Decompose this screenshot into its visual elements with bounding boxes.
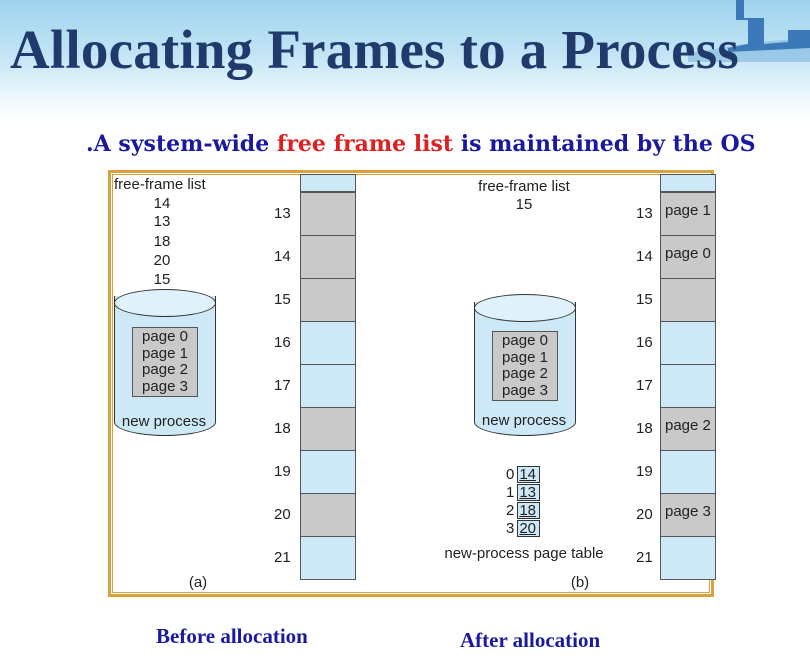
frame-number-label: 14 xyxy=(274,248,291,265)
frame-cell: page 2 xyxy=(660,407,716,451)
frame-cell-label: page 3 xyxy=(665,503,711,520)
subtitle-prefix: .A system-wide xyxy=(86,131,277,157)
free-frame-list-item: 13 xyxy=(153,213,171,230)
process-page: page 3 xyxy=(142,377,188,395)
free-frame-list-item: 20 xyxy=(153,252,171,269)
frame-number-label: 16 xyxy=(274,334,291,351)
frame-number-label: 17 xyxy=(636,377,653,394)
frame-cell xyxy=(300,450,356,494)
frame-number-label: 20 xyxy=(274,506,291,523)
frame-cell xyxy=(660,321,716,365)
frame-number-label: 15 xyxy=(636,291,653,308)
frame-cell: page 1 xyxy=(660,192,716,236)
frame-number-label: 19 xyxy=(636,463,653,480)
frame-cell xyxy=(300,493,356,537)
frame-number-label: 18 xyxy=(274,420,291,437)
frame-number-label: 16 xyxy=(636,334,653,351)
page-number: 0 xyxy=(506,466,515,483)
frame-cell xyxy=(300,192,356,236)
frame-number-label: 21 xyxy=(636,549,653,566)
frame-cell xyxy=(300,364,356,408)
frame-cell xyxy=(300,235,356,279)
process-pages: page 0 page 1 page 2 page 3 xyxy=(132,327,198,397)
free-frame-list-item: 15 xyxy=(153,271,171,288)
subtitle-suffix: is maintained by the OS xyxy=(453,131,756,157)
frame-cell xyxy=(300,407,356,451)
frame-number-label: 18 xyxy=(636,420,653,437)
free-frame-list-item: 15 xyxy=(515,196,533,213)
process-page: page 1 xyxy=(142,344,188,362)
process-pages: page 0 page 1 page 2 page 3 xyxy=(492,331,558,401)
new-process-label: new process xyxy=(121,413,207,430)
frame-number-label: 20 xyxy=(636,506,653,523)
process-page: page 2 xyxy=(502,365,548,382)
header-background xyxy=(0,0,810,120)
cylinder-top xyxy=(114,289,216,317)
caption-after: After allocation xyxy=(460,628,601,652)
subtitle-highlight: free frame list xyxy=(276,131,454,157)
frame-number-label: 17 xyxy=(274,377,291,394)
frame-number-label: 21 xyxy=(274,549,291,566)
page-table-label: new-process page table xyxy=(444,545,604,562)
frame-number-label: 13 xyxy=(636,205,653,222)
frame-cell xyxy=(300,321,356,365)
frame-cell-label: page 2 xyxy=(665,417,711,434)
caption-before: Before allocation xyxy=(156,624,308,648)
process-page: page 1 xyxy=(502,348,548,366)
frame-number-label: 13 xyxy=(274,205,291,222)
frame-cell xyxy=(660,450,716,494)
cylinder-top xyxy=(474,294,576,322)
subtitle: .A system-wide free frame list is mainta… xyxy=(86,131,756,157)
frame-number-label: 14 xyxy=(636,248,653,265)
frame-cell-label: page 0 xyxy=(665,245,711,262)
free-frame-list-item: 14 xyxy=(153,195,171,212)
panel-label: (b) xyxy=(570,574,590,591)
frame-cell xyxy=(300,278,356,322)
process-page: page 3 xyxy=(502,381,548,399)
new-process-label: new process xyxy=(481,412,567,429)
frame-cell: page 3 xyxy=(660,493,716,537)
free-frame-list-label: free-frame list xyxy=(114,176,206,193)
process-page: page 0 xyxy=(502,332,548,349)
process-page: page 0 xyxy=(142,328,188,345)
frame-cell xyxy=(660,278,716,322)
page-number: 1 xyxy=(506,484,515,501)
frame-cell xyxy=(660,364,716,408)
frame-cell-label: page 1 xyxy=(665,202,711,219)
frame-cell: page 0 xyxy=(660,235,716,279)
page-number: 2 xyxy=(506,502,515,519)
frame-number-label: 15 xyxy=(274,291,291,308)
free-frame-list-item: 18 xyxy=(153,233,171,250)
frame-cell-top xyxy=(660,174,716,192)
process-page: page 2 xyxy=(142,361,188,378)
panel-label: (a) xyxy=(188,574,208,591)
church-icon xyxy=(688,0,810,62)
frame-cell xyxy=(300,536,356,580)
frame-cell-top xyxy=(300,174,356,192)
frame-number: 14 xyxy=(517,466,541,483)
page-title: Allocating Frames to a Process xyxy=(10,19,739,80)
page-number: 3 xyxy=(506,520,515,537)
frame-cell xyxy=(660,536,716,580)
free-frame-list-label: free-frame list xyxy=(478,178,570,195)
frame-number-label: 19 xyxy=(274,463,291,480)
frame-number: 20 xyxy=(517,520,541,537)
frame-number: 18 xyxy=(517,502,541,519)
frame-number: 13 xyxy=(517,484,541,501)
